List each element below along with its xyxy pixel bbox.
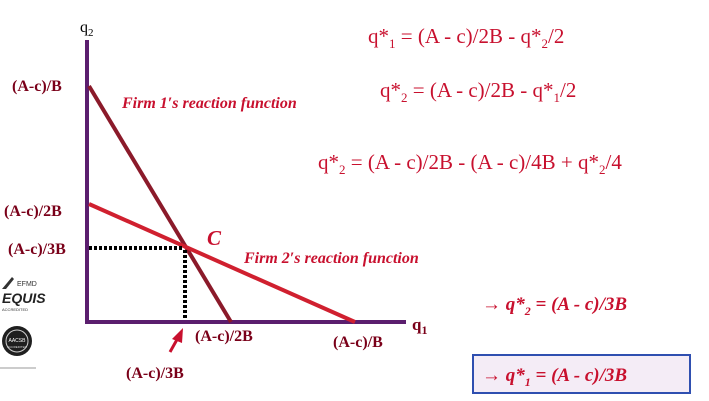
equation-2: q*2 = (A - c)/2B - q*1/2 (380, 78, 576, 105)
firm1-reaction-line (87, 84, 233, 324)
y-axis-label: q2 (80, 19, 94, 39)
y-tick-label-2: (A-c)/2B (4, 203, 62, 220)
x-tick-label-3: (A-c)/3B (126, 365, 184, 382)
firm2-line-label: Firm 2′s reaction function (243, 250, 419, 267)
intersection-label: C (207, 226, 222, 250)
result-box-2 (472, 354, 691, 394)
result-box-1 (473, 284, 690, 322)
aacsb-main-text: AACSB (9, 338, 27, 344)
x-tick-arrow-head (172, 328, 183, 343)
y-tick-label-1: (A-c)/B (12, 78, 62, 95)
firm2-reaction-line (88, 202, 356, 324)
efmd-top-text: EFMD (17, 281, 37, 288)
efmd-equis-logo: EFMD EQUIS ACCREDITED (2, 277, 46, 312)
efmd-swoosh-icon (2, 277, 14, 289)
efmd-main-text: EQUIS (2, 290, 46, 306)
efmd-sub-text: ACCREDITED (2, 307, 28, 312)
aacsb-logo: AACSB ACCREDITED (0, 326, 36, 369)
x-tick-label-2: (A-c)/B (333, 334, 383, 351)
x-tick-label-1: (A-c)/2B (195, 328, 253, 345)
result-1: → q*2 = (A - c)/3B (482, 294, 627, 318)
equation-1: q*1 = (A - c)/2B - q*2/2 (368, 24, 564, 51)
x-axis-label: q1 (412, 315, 427, 337)
result-2: → q*1 = (A - c)/3B (482, 365, 627, 389)
firm1-line-label: Firm 1′s reaction function (121, 95, 297, 112)
equation-3: q*2 = (A - c)/2B - (A - c)/4B + q*2/4 (318, 150, 622, 177)
aacsb-sub-text: ACCREDITED (7, 345, 27, 349)
aacsb-seal-ring (5, 329, 29, 353)
y-tick-label-3: (A-c)/3B (8, 241, 66, 258)
